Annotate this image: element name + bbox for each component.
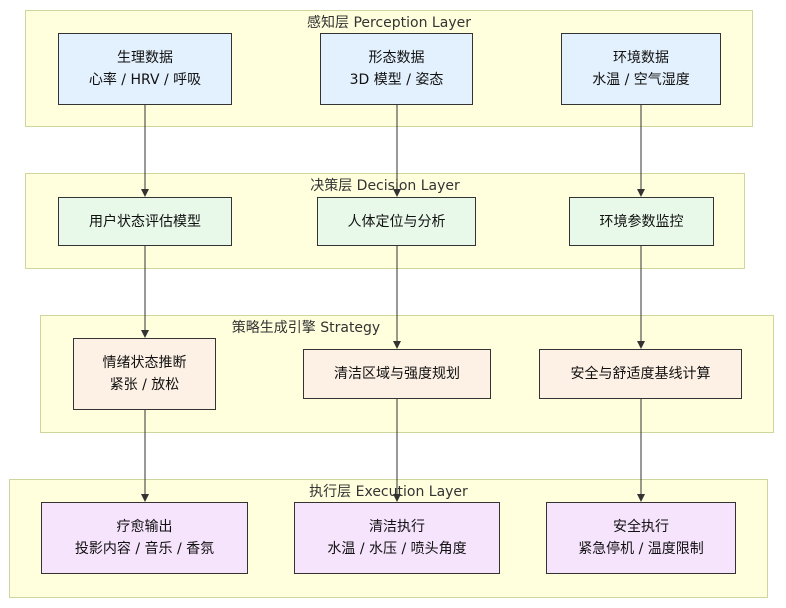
node-title: 安全与舒适度基线计算 xyxy=(570,366,711,382)
body-localization-node[interactable]: 人体定位与分析 xyxy=(317,197,476,246)
node-detail: 3D 模型 / 姿态 xyxy=(349,72,444,88)
morphology-data-node[interactable]: 形态数据 3D 模型 / 姿态 xyxy=(320,33,473,105)
node-title: 生理数据 xyxy=(117,50,173,66)
user-state-model-node[interactable]: 用户状态评估模型 xyxy=(58,197,232,246)
node-detail: 心率 / HRV / 呼吸 xyxy=(88,72,202,88)
node-title: 环境数据 xyxy=(613,50,669,66)
emotion-inference-node[interactable]: 情绪状态推断 紧张 / 放松 xyxy=(73,338,216,410)
node-title: 人体定位与分析 xyxy=(347,213,446,230)
node-detail: 投影内容 / 音乐 / 香氛 xyxy=(74,541,215,557)
node-title: 安全执行 xyxy=(613,519,669,535)
node-title: 形态数据 xyxy=(368,50,425,66)
environment-monitor-node[interactable]: 环境参数监控 xyxy=(569,197,714,246)
strategy-engine-layer-title: 策略生成引擎 Strategy Engine xyxy=(231,320,381,336)
node-detail: 紧张 / 放松 xyxy=(109,377,180,393)
cleaning-plan-node[interactable]: 清洁区域与强度规划 xyxy=(303,349,491,399)
execution-layer-title: 执行层 Execution Layer xyxy=(309,484,468,500)
node-title: 清洁执行 xyxy=(369,519,425,535)
physiological-data-node[interactable]: 生理数据 心率 / HRV / 呼吸 xyxy=(58,33,232,105)
node-title: 清洁区域与强度规划 xyxy=(334,366,460,382)
node-title: 疗愈输出 xyxy=(116,519,173,535)
environment-data-node[interactable]: 环境数据 水温 / 空气湿度 xyxy=(561,33,721,105)
node-detail: 水温 / 空气湿度 xyxy=(592,72,690,88)
cleaning-execution-node[interactable]: 清洁执行 水温 / 水压 / 喷头角度 xyxy=(294,502,500,574)
node-detail: 水温 / 水压 / 喷头角度 xyxy=(327,541,467,557)
healing-output-node[interactable]: 疗愈输出 投影内容 / 音乐 / 香氛 xyxy=(41,502,248,574)
node-title: 环境参数监控 xyxy=(599,213,684,230)
node-title: 情绪状态推断 xyxy=(102,355,187,371)
node-detail: 紧急停机 / 温度限制 xyxy=(578,541,704,557)
safety-baseline-node[interactable]: 安全与舒适度基线计算 xyxy=(539,349,742,399)
node-title: 用户状态评估模型 xyxy=(89,213,201,230)
decision-layer-title: 决策层 Decision Layer xyxy=(310,178,460,194)
safety-execution-node[interactable]: 安全执行 紧急停机 / 温度限制 xyxy=(546,502,736,574)
perception-layer-title: 感知层 Perception Layer xyxy=(307,15,471,31)
